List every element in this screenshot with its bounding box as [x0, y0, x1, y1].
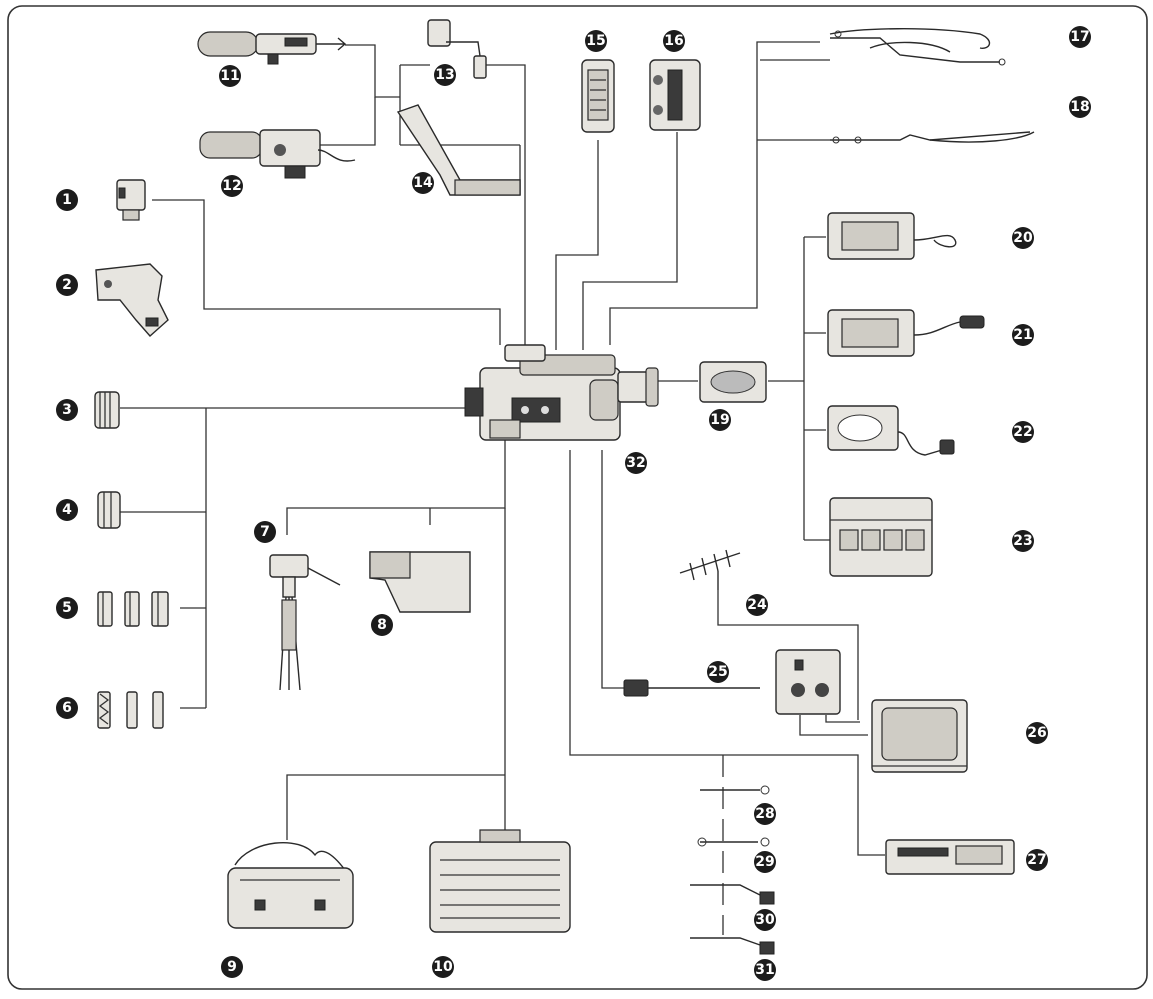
badge-30: 30: [754, 909, 776, 931]
badge-31: 31: [754, 959, 776, 981]
svg-text:3: 3: [62, 402, 72, 418]
svg-text:26: 26: [1027, 725, 1046, 741]
battery-pack-icon: [700, 362, 766, 402]
hard-carrying-case-icon: [430, 830, 570, 932]
svg-text:14: 14: [413, 175, 433, 191]
badge-1: 1: [56, 189, 78, 211]
svg-text:19: 19: [710, 412, 729, 428]
badge-25: 25: [707, 661, 729, 683]
badge-4: 4: [56, 499, 78, 521]
badge-26: 26: [1026, 722, 1048, 744]
badge-10: 10: [432, 956, 454, 978]
badge-18: 18: [1069, 96, 1091, 118]
badge-13: 13: [434, 64, 456, 86]
badge-17: 17: [1069, 26, 1091, 48]
badge-14: 14: [412, 172, 434, 194]
badge-23: 23: [1012, 530, 1034, 552]
badge-11: 11: [219, 65, 241, 87]
svg-text:23: 23: [1013, 533, 1032, 549]
badge-6: 6: [56, 697, 78, 719]
remote-control-icon: [582, 60, 614, 132]
svg-text:13: 13: [435, 67, 454, 83]
badge-29: 29: [754, 851, 776, 873]
badge-22: 22: [1012, 421, 1034, 443]
svg-text:9: 9: [227, 959, 237, 975]
svg-text:2: 2: [62, 277, 72, 293]
badge-19: 19: [709, 409, 731, 431]
badge-32: 32: [625, 452, 647, 474]
tele-conversion-lens-icon: [98, 492, 120, 528]
svg-text:30: 30: [755, 912, 775, 928]
svg-text:6: 6: [62, 700, 72, 716]
svg-text:29: 29: [755, 854, 774, 870]
wide-conversion-lens-icon: [95, 392, 119, 428]
svg-text:18: 18: [1070, 99, 1089, 115]
badge-24: 24: [746, 594, 768, 616]
close-up-lens-set-icon: [98, 692, 163, 728]
svg-text:25: 25: [708, 664, 727, 680]
svg-text:27: 27: [1027, 852, 1046, 868]
svg-text:24: 24: [747, 597, 767, 613]
multi-charger-icon: [830, 498, 932, 576]
badge-5: 5: [56, 597, 78, 619]
svg-text:20: 20: [1013, 230, 1033, 246]
svg-text:22: 22: [1013, 424, 1032, 440]
badge-3: 3: [56, 399, 78, 421]
svg-text:8: 8: [377, 617, 387, 633]
badge-20: 20: [1012, 227, 1034, 249]
badge-15: 15: [585, 30, 607, 52]
svg-text:32: 32: [626, 455, 645, 471]
badge-27: 27: [1026, 849, 1048, 871]
svg-text:1: 1: [62, 192, 72, 208]
filter-set-icon: [98, 592, 168, 626]
television-icon: [872, 700, 967, 772]
svg-text:17: 17: [1070, 29, 1089, 45]
svg-text:5: 5: [62, 600, 72, 616]
badge-8: 8: [371, 614, 393, 636]
badge-21: 21: [1012, 324, 1034, 346]
badge-2: 2: [56, 274, 78, 296]
svg-text:4: 4: [62, 502, 72, 518]
svg-text:31: 31: [755, 962, 774, 978]
svg-text:7: 7: [260, 524, 270, 540]
vcr-icon: [886, 840, 1014, 874]
badge-7: 7: [254, 521, 276, 543]
svg-text:12: 12: [222, 178, 241, 194]
badge-16: 16: [663, 30, 685, 52]
svg-text:11: 11: [220, 68, 239, 84]
svg-text:28: 28: [755, 806, 774, 822]
svg-text:10: 10: [433, 959, 453, 975]
svg-text:16: 16: [664, 33, 683, 49]
badge-9: 9: [221, 956, 243, 978]
cassette-adaptor-icon: [650, 60, 700, 130]
svg-text:21: 21: [1013, 327, 1032, 343]
badge-28: 28: [754, 803, 776, 825]
badge-12: 12: [221, 175, 243, 197]
svg-text:15: 15: [586, 33, 605, 49]
